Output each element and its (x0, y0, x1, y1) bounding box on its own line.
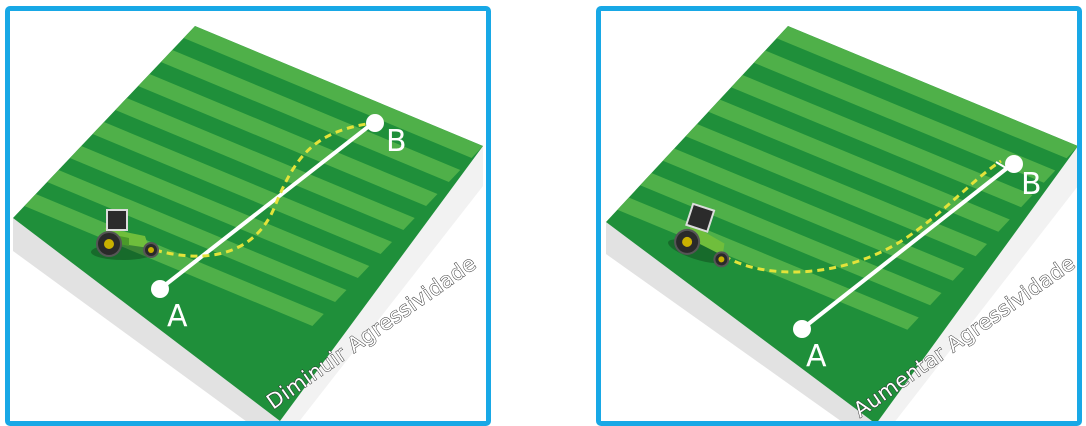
point-a-label: A (167, 299, 188, 334)
field-diagram: A B Diminuir Agressividade (5, 6, 491, 426)
field-diagram: A B Aumentar Agressividade (596, 6, 1082, 426)
panel-decrease-aggressiveness: A B Diminuir Agressividade (5, 6, 491, 426)
point-a-marker (793, 320, 811, 338)
point-a-marker (151, 280, 169, 298)
panel-increase-aggressiveness: A B Aumentar Agressividade (596, 6, 1082, 426)
point-a-label: A (806, 339, 827, 374)
point-b-label: B (1021, 167, 1042, 202)
point-b-label: B (386, 124, 407, 159)
point-b-marker (366, 114, 384, 132)
